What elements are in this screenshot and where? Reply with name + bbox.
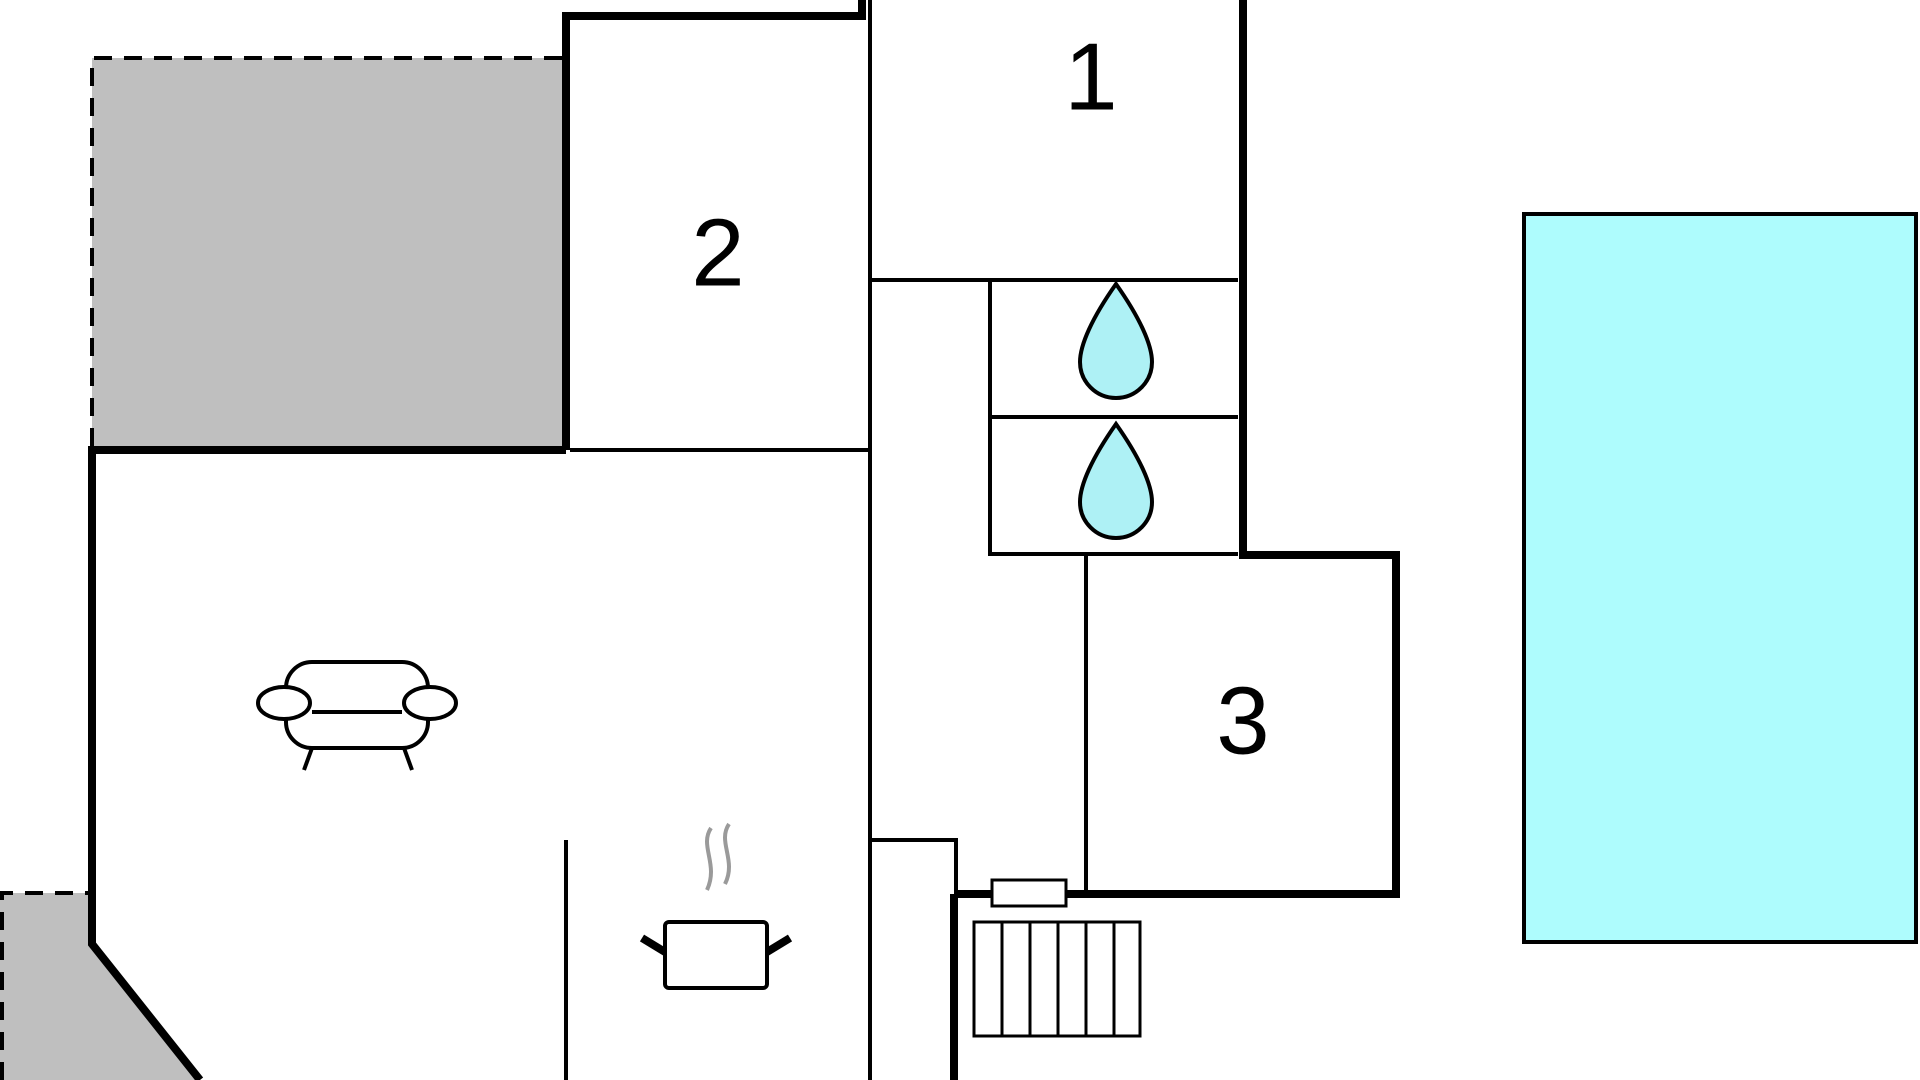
- wall-right-upper: [954, 0, 1400, 898]
- terrace-bottom-left-dashed-outline: [0, 891, 88, 1080]
- terrace-bottom-left: [0, 893, 200, 1080]
- terrace-top-left: [92, 58, 566, 446]
- cooking-pot-icon: [639, 822, 793, 990]
- exterior-walls: [88, 0, 1400, 1080]
- radiator-icon: [990, 878, 1068, 908]
- stairs-icon: [972, 920, 1142, 1038]
- wall-living-outer: [88, 446, 566, 1080]
- interior-walls: [564, 0, 1238, 1080]
- wall-room-2-outer: [562, 0, 866, 450]
- room-label-3: 3: [1216, 667, 1269, 774]
- water-drop-icon: [1077, 420, 1155, 540]
- terrace-areas: [0, 56, 566, 1080]
- wall-bathrooms-outline: [988, 280, 1238, 556]
- water-drop-icon: [1077, 280, 1155, 400]
- sofa-icon: [256, 660, 458, 771]
- room-label-2: 2: [691, 199, 744, 306]
- room-labels: 1 2 3: [691, 23, 1269, 774]
- wall-closet: [870, 838, 958, 890]
- swimming-pool: [1522, 212, 1918, 944]
- terrace-top-left-dashed-outline: [90, 56, 566, 446]
- room-label-1: 1: [1064, 23, 1117, 130]
